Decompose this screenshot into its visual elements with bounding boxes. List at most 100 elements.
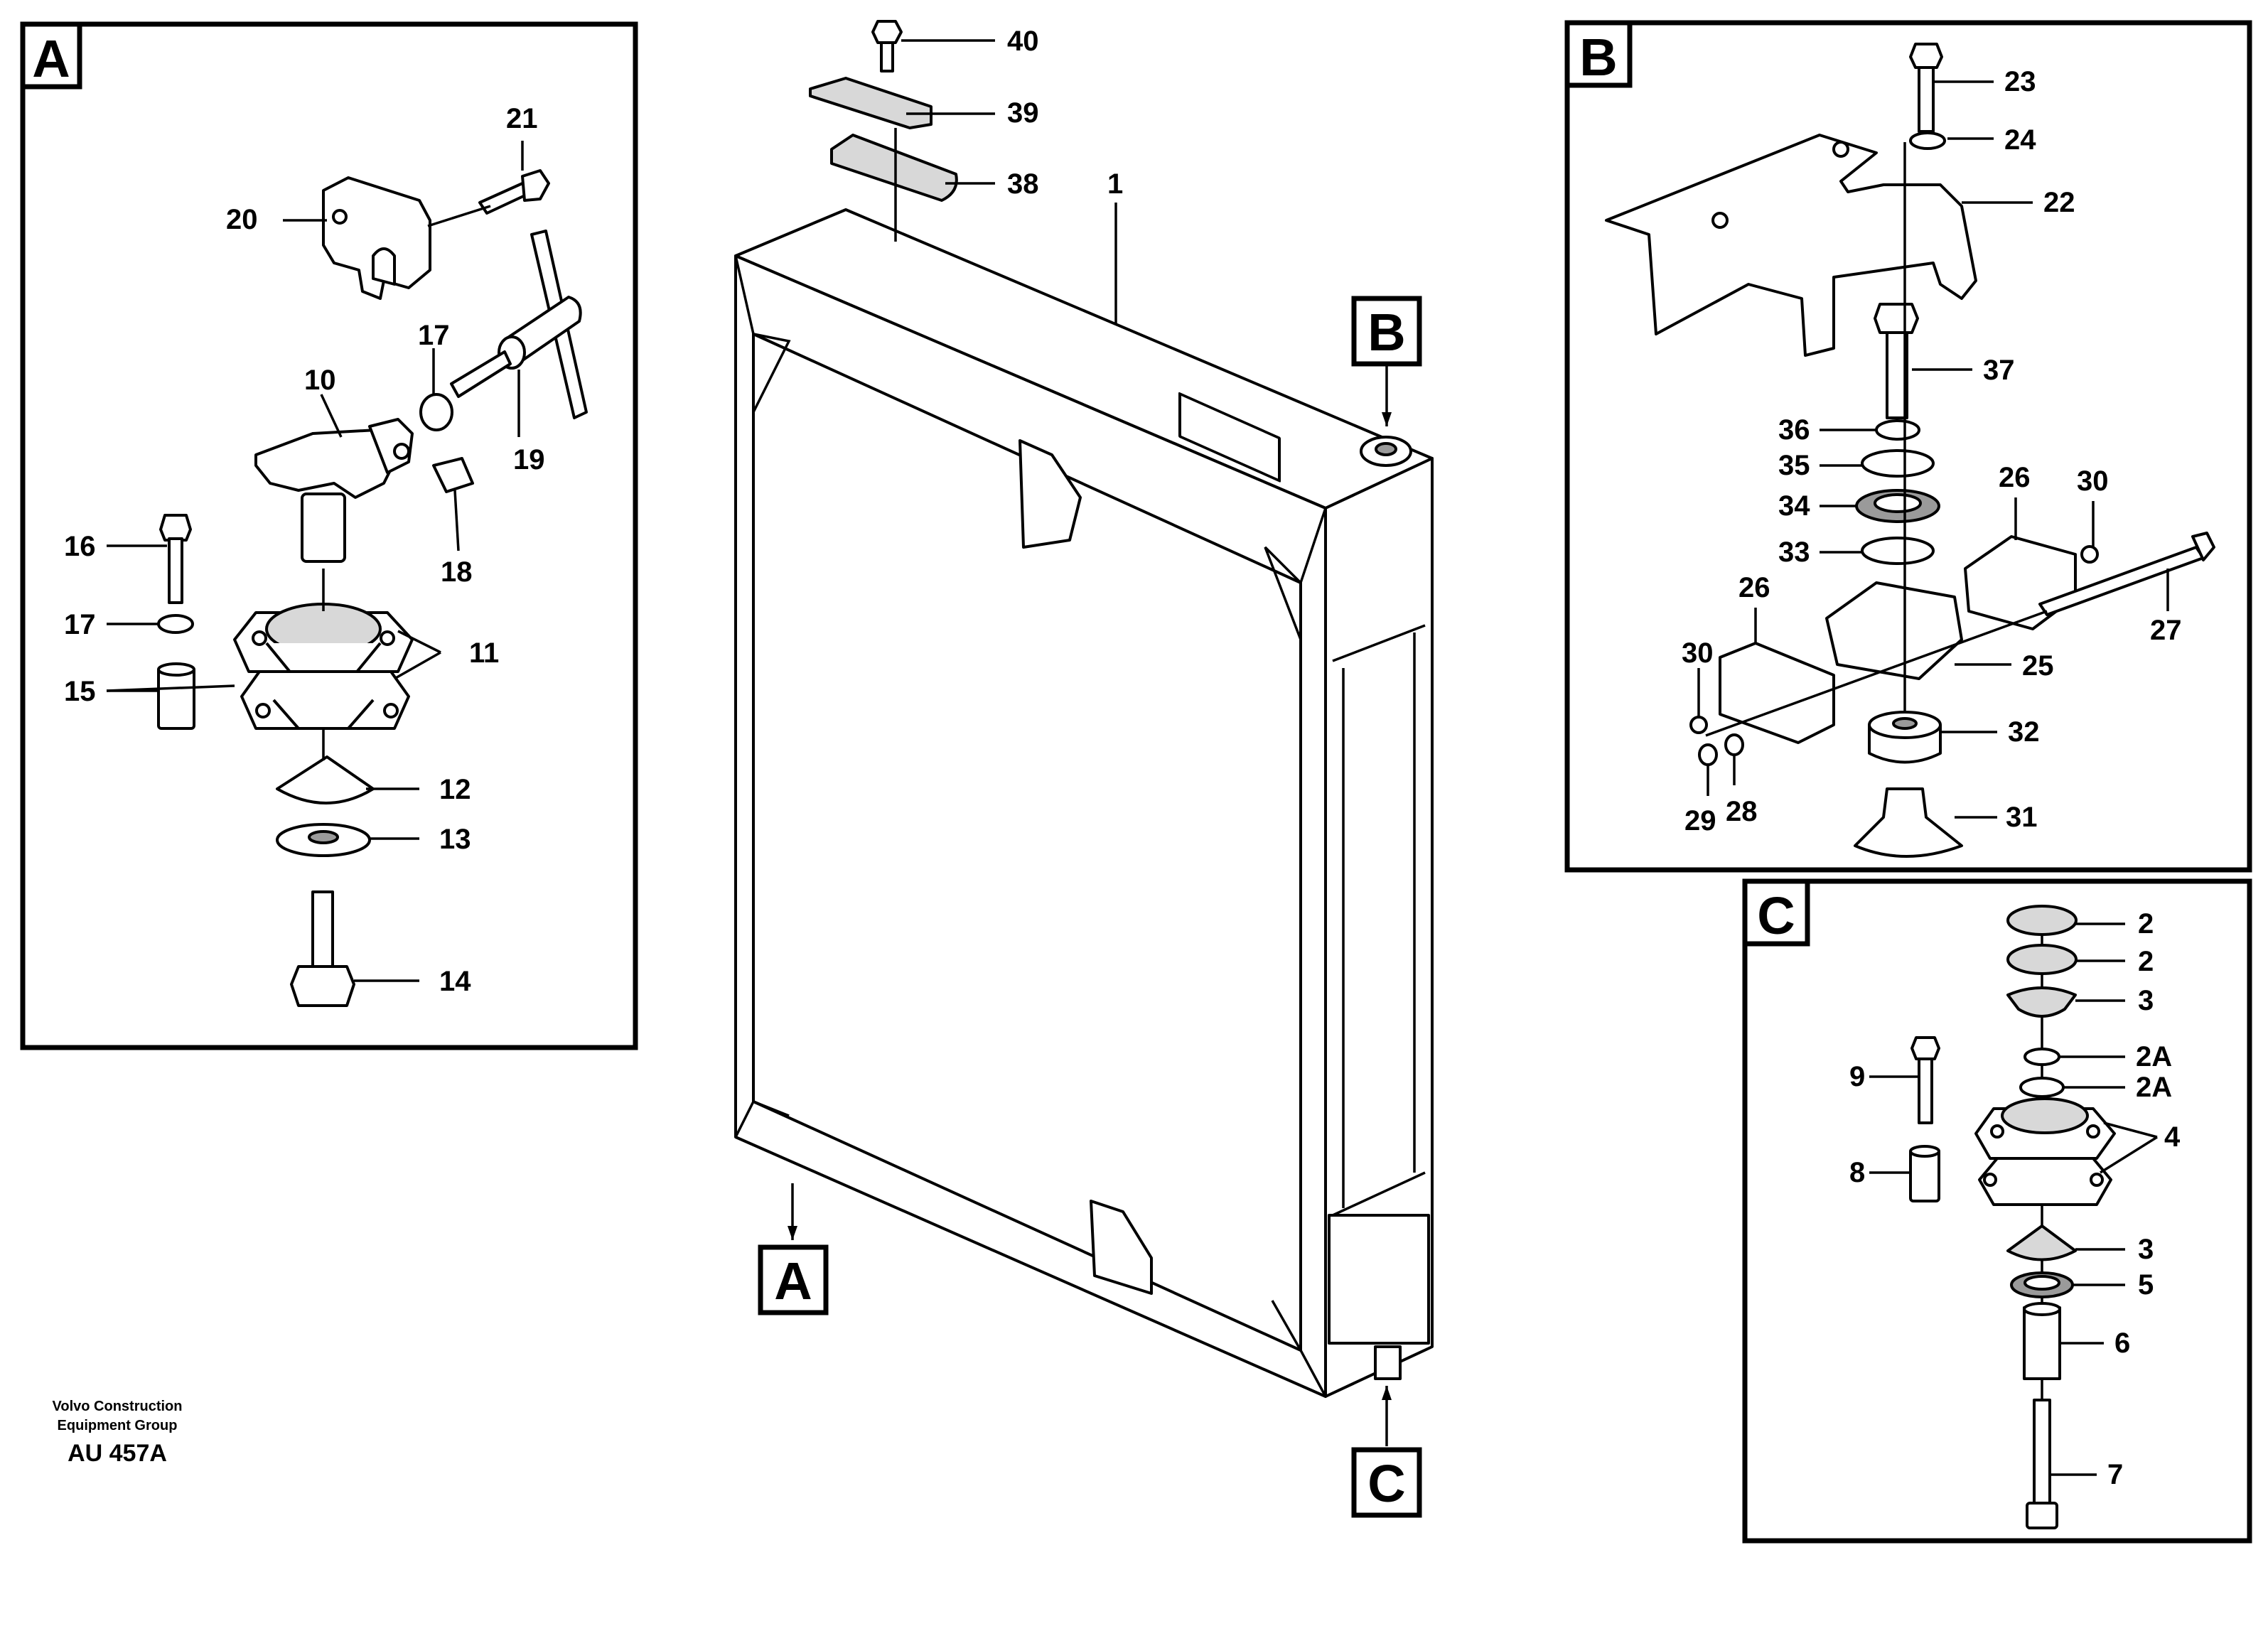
callout-22: 22 — [2043, 187, 2075, 218]
callout-27: 27 — [2150, 615, 2182, 646]
callout-36: 36 — [1778, 414, 1810, 446]
panel-c-frame — [1742, 878, 2252, 1544]
panel-c-label-box — [1742, 878, 1810, 947]
lock-bracket-part — [322, 176, 431, 300]
clip-39-part — [809, 77, 933, 129]
callout-25: 25 — [2022, 650, 2054, 682]
callout-5: 5 — [2138, 1269, 2154, 1301]
view-marker-a-label: A — [774, 1251, 812, 1310]
callout-34: 34 — [1778, 490, 1810, 522]
callout-39: 39 — [1007, 97, 1039, 129]
callout-26-left: 26 — [1738, 572, 1770, 603]
panel-c-label: C — [1757, 886, 1795, 945]
callout-1: 1 — [1107, 168, 1123, 200]
callout-15: 15 — [64, 676, 96, 707]
cone-washer-12-part — [276, 755, 375, 804]
callout-31: 31 — [2006, 802, 2038, 833]
view-marker-b: B — [1351, 296, 1422, 426]
callout-30-right: 30 — [2077, 465, 2109, 497]
rubber-mount-4-part — [1974, 1097, 2116, 1206]
view-marker-b-label: B — [1367, 303, 1405, 362]
callout-17-a: 17 — [418, 320, 450, 351]
pad-38-part — [830, 134, 958, 202]
washer-13-part — [276, 823, 371, 857]
bolt-40-part — [871, 20, 903, 72]
sleeve-6-part — [2023, 1302, 2061, 1380]
callout-2a-lower: 2A — [2136, 1072, 2172, 1103]
hook-top — [1019, 439, 1082, 549]
bolt-37-part — [1874, 303, 1919, 419]
bolt-7-part — [2026, 1399, 2058, 1529]
panel-a-frame — [20, 21, 638, 1050]
callout-24: 24 — [2004, 124, 2036, 156]
handle-10-part — [254, 393, 474, 563]
footer-credit: Volvo Construction Equipment Group AU 45… — [53, 1399, 183, 1467]
callout-2-lower: 2 — [2138, 946, 2154, 977]
cone-3-upper-part — [2006, 986, 2077, 1018]
callout-30-left: 30 — [1682, 637, 1714, 669]
radiator-side-tank — [1324, 457, 1434, 1398]
callout-35: 35 — [1778, 450, 1810, 481]
cone-3-lower-part — [2006, 1224, 2077, 1261]
callout-17-b: 17 — [64, 609, 96, 640]
view-marker-c: C — [1351, 1386, 1422, 1518]
callouts-panel-b: 23 24 22 37 36 35 34 33 26 30 27 26 25 3… — [1682, 66, 2182, 836]
callout-8: 8 — [1849, 1157, 1865, 1188]
nut-30-right-part — [2080, 545, 2099, 564]
view-marker-c-label: C — [1367, 1454, 1405, 1513]
washer-2a-lower-part — [2019, 1077, 2065, 1098]
callout-23: 23 — [2004, 66, 2036, 97]
nut-30-left-part — [1689, 716, 1708, 734]
callouts-panel-a: 21 20 17 10 19 18 16 17 11 15 12 13 14 — [64, 103, 545, 997]
callout-38: 38 — [1007, 168, 1039, 200]
callout-32: 32 — [2008, 716, 2040, 748]
callout-21: 21 — [506, 103, 538, 134]
washer-34-part — [1855, 489, 1940, 523]
panel-b: B — [1564, 20, 2252, 873]
bolt-16-part — [157, 514, 195, 730]
rubber-mount-11-part — [233, 603, 414, 730]
panel-a-label: A — [32, 29, 70, 88]
bolt-14-part — [290, 890, 355, 1007]
bolt-21-part — [427, 169, 550, 227]
block-26-left-part — [1719, 642, 1835, 744]
washer-5-part — [2010, 1271, 2074, 1298]
callout-2-upper: 2 — [2138, 908, 2154, 940]
block-26-right-part — [1964, 535, 2077, 630]
callout-12: 12 — [439, 774, 471, 805]
footer-company-line1: Volvo Construction — [53, 1399, 183, 1414]
callout-14: 14 — [439, 966, 471, 997]
callout-2a-upper: 2A — [2136, 1041, 2172, 1072]
callout-4: 4 — [2164, 1121, 2181, 1153]
callout-11: 11 — [469, 637, 499, 669]
callout-7: 7 — [2107, 1459, 2123, 1490]
callout-19: 19 — [513, 444, 545, 475]
callout-3-upper: 3 — [2138, 985, 2154, 1016]
washer-35-part — [1861, 449, 1935, 478]
washer-2a-upper-part — [2024, 1048, 2060, 1066]
bolt-9-part — [1910, 1036, 1940, 1124]
cone-31-part — [1854, 787, 1963, 858]
callout-6: 6 — [2114, 1328, 2130, 1359]
washer-28-part — [1724, 733, 1744, 756]
washer-33-part — [1861, 537, 1935, 565]
radiator-bottom-plate — [1328, 1214, 1430, 1345]
bolt-23-part — [1909, 43, 1946, 150]
callout-18: 18 — [441, 556, 473, 588]
callout-33: 33 — [1778, 537, 1810, 568]
leader-lines — [106, 39, 2169, 1476]
bracket-22-part — [1605, 134, 1977, 357]
callout-3-lower: 3 — [2138, 1234, 2154, 1265]
block-25-part — [1825, 581, 1963, 680]
radiator-assembly — [734, 20, 1434, 1398]
callout-20: 20 — [226, 204, 258, 235]
panel-a-label-box — [20, 21, 82, 90]
radiator-plate — [1178, 392, 1281, 483]
callout-37: 37 — [1983, 355, 2015, 386]
t-handle-part — [450, 230, 588, 419]
callout-10: 10 — [304, 365, 336, 396]
panel-b-label: B — [1579, 28, 1617, 87]
washer-2-upper-part — [2006, 905, 2078, 936]
washer-29-part — [1698, 743, 1718, 766]
